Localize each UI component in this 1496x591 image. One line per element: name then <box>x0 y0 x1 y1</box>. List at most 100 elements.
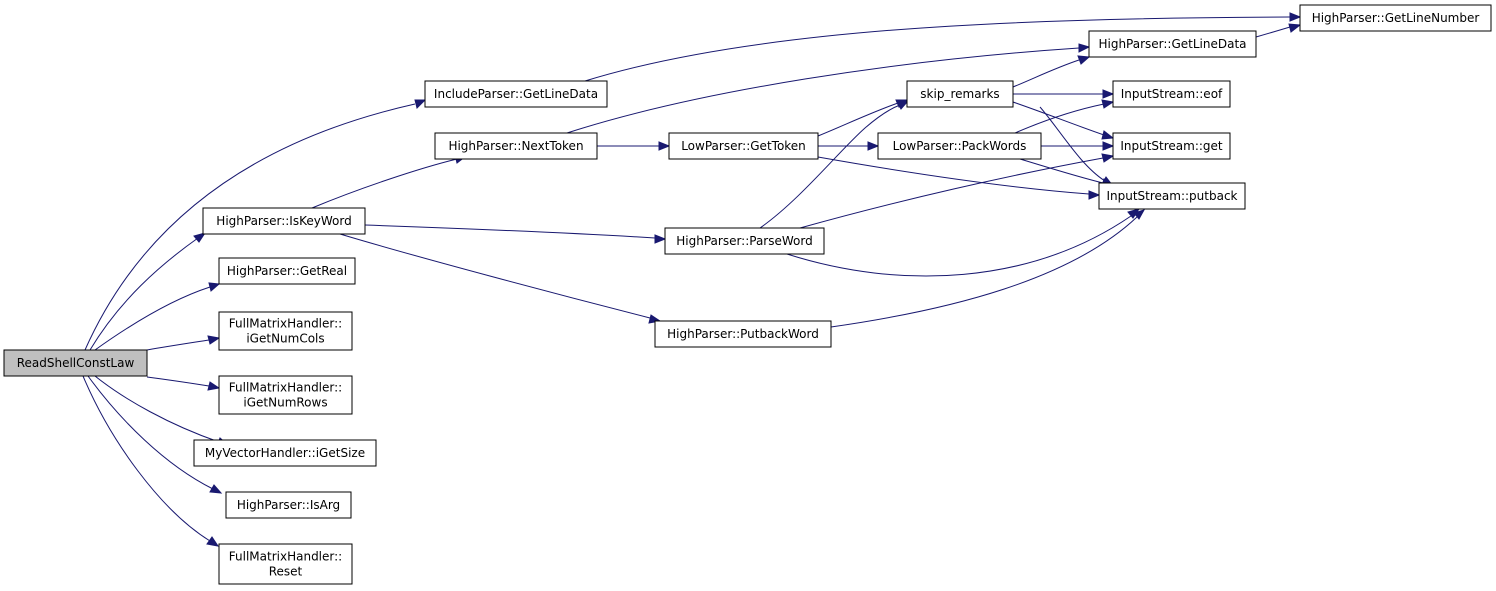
node-label: HighParser::IsKeyWord <box>216 214 351 228</box>
node-box <box>1299 4 1492 32</box>
arrowhead <box>1102 89 1115 99</box>
node-box <box>202 207 366 235</box>
edge-ReadShellConstLaw-to-FullMatrixHandler_iGetNumCols <box>146 335 221 351</box>
arrowhead <box>867 141 880 151</box>
node-label: iGetNumCols <box>246 332 324 346</box>
edge-LowParser_PackWords-to-InputStream_get <box>1041 141 1115 151</box>
edge-LowParser_GetToken-to-InputStream_putback <box>817 156 1101 200</box>
node-InputStream_putback[interactable]: InputStream::putback <box>1098 182 1246 210</box>
edge-line <box>584 16 1291 82</box>
edge-HighParser_NextToken-to-HighParser_GetLineData <box>566 43 1091 134</box>
node-HighParser_IsKeyWord[interactable]: HighParser::IsKeyWord <box>202 207 366 235</box>
arrowhead <box>193 232 207 243</box>
arrowhead <box>207 381 221 391</box>
node-HighParser_IsArg[interactable]: HighParser::IsArg <box>225 491 352 519</box>
node-box <box>664 227 825 255</box>
edge-line <box>759 104 901 229</box>
node-HighParser_GetReal[interactable]: HighParser::GetReal <box>218 257 356 285</box>
edge-HighParser_IsKeyWord-to-HighParser_PutbackWord <box>339 233 662 324</box>
node-FullMatrixHandler_iGetNumRows[interactable]: FullMatrixHandler::iGetNumRows <box>218 375 353 415</box>
edge-HighParser_ParseWord-to-skip_remarks <box>759 100 910 229</box>
edge-ReadShellConstLaw-to-FullMatrixHandler_iGetNumRows <box>146 376 221 391</box>
edge-line <box>94 375 220 443</box>
arrowhead <box>206 536 220 547</box>
edge-line <box>82 375 211 542</box>
edges-layer <box>82 12 1302 547</box>
edge-LowParser_PackWords-to-InputStream_putback <box>1019 158 1114 188</box>
arrowhead <box>1133 209 1146 220</box>
node-MyVectorHandler_iGetSize[interactable]: MyVectorHandler::iGetSize <box>193 439 377 467</box>
node-box <box>877 132 1042 160</box>
node-box <box>3 349 148 377</box>
node-box <box>218 543 353 585</box>
edge-line <box>1012 59 1080 88</box>
arrowhead <box>896 100 910 110</box>
node-label: FullMatrixHandler:: <box>229 381 342 395</box>
node-box <box>654 320 832 348</box>
node-skip_remarks[interactable]: skip_remarks <box>906 80 1014 108</box>
edge-line <box>311 158 458 209</box>
arrowhead <box>208 282 221 292</box>
node-box <box>218 311 353 351</box>
edge-line <box>94 286 211 351</box>
node-InputStream_eof[interactable]: InputStream::eof <box>1112 80 1231 108</box>
arrowhead <box>414 99 427 109</box>
node-ReadShellConstLaw[interactable]: ReadShellConstLaw <box>3 349 148 377</box>
edge-line <box>786 215 1132 277</box>
node-label: HighParser::GetReal <box>227 264 347 278</box>
arrowhead <box>1288 23 1302 33</box>
node-label: iGetNumRows <box>243 396 327 410</box>
edge-line <box>1019 158 1104 184</box>
node-label: HighParser::ParseWord <box>676 234 812 248</box>
edge-line <box>339 233 651 319</box>
edge-line <box>1014 103 1105 134</box>
arrowhead <box>209 484 223 494</box>
edge-line <box>1012 101 1105 136</box>
edge-HighParser_NextToken-to-LowParser_GetToken <box>597 141 671 151</box>
node-label: HighParser::NextToken <box>448 139 583 153</box>
edge-line <box>146 339 210 351</box>
node-LowParser_PackWords[interactable]: LowParser::PackWords <box>877 132 1042 160</box>
node-label: InputStream::putback <box>1106 189 1237 203</box>
edge-LowParser_GetToken-to-LowParser_PackWords <box>818 141 880 151</box>
node-label: ReadShellConstLaw <box>17 356 135 370</box>
node-HighParser_GetLineData[interactable]: HighParser::GetLineData <box>1088 30 1257 58</box>
node-label: MyVectorHandler::iGetSize <box>205 446 365 460</box>
node-HighParser_PutbackWord[interactable]: HighParser::PutbackWord <box>654 320 832 348</box>
node-LowParser_GetToken[interactable]: LowParser::GetToken <box>668 132 819 160</box>
node-IncludeParser_GetLineData[interactable]: IncludeParser::GetLineData <box>424 80 608 108</box>
node-box <box>434 132 598 160</box>
node-HighParser_NextToken[interactable]: HighParser::NextToken <box>434 132 598 160</box>
arrowhead <box>658 141 671 151</box>
node-InputStream_get[interactable]: InputStream::get <box>1112 132 1231 160</box>
node-label: skip_remarks <box>920 87 999 101</box>
edge-ReadShellConstLaw-to-HighParser_GetReal <box>94 282 221 351</box>
arrowhead <box>654 234 667 244</box>
arrowhead <box>1078 43 1091 53</box>
node-HighParser_GetLineNumber[interactable]: HighParser::GetLineNumber <box>1299 4 1492 32</box>
edge-skip_remarks-to-HighParser_GetLineData <box>1012 55 1091 88</box>
node-box <box>193 439 377 467</box>
node-box <box>1098 182 1246 210</box>
edge-HighParser_PutbackWord-to-InputStream_putback <box>830 209 1146 328</box>
arrowhead <box>1101 99 1115 109</box>
node-HighParser_ParseWord[interactable]: HighParser::ParseWord <box>664 227 825 255</box>
edge-ReadShellConstLaw-to-HighParser_IsArg <box>87 375 223 494</box>
edge-line <box>817 156 1090 195</box>
edge-line <box>84 103 416 351</box>
node-FullMatrixHandler_Reset[interactable]: FullMatrixHandler::Reset <box>218 543 353 585</box>
edge-ReadShellConstLaw-to-FullMatrixHandler_Reset <box>82 375 220 547</box>
arrowhead <box>1102 141 1115 151</box>
edge-line <box>817 102 899 137</box>
arrowhead <box>1101 130 1115 140</box>
edge-line <box>566 47 1080 134</box>
edge-LowParser_PackWords-to-InputStream_eof <box>1014 99 1115 134</box>
edge-HighParser_IsKeyWord-to-HighParser_ParseWord <box>364 224 667 244</box>
edge-skip_remarks-to-InputStream_eof <box>1013 89 1115 99</box>
node-box <box>424 80 608 108</box>
arrowhead <box>1088 190 1101 200</box>
node-box <box>1112 80 1231 108</box>
node-FullMatrixHandler_iGetNumCols[interactable]: FullMatrixHandler::iGetNumCols <box>218 311 353 351</box>
node-label: InputStream::eof <box>1121 87 1223 101</box>
